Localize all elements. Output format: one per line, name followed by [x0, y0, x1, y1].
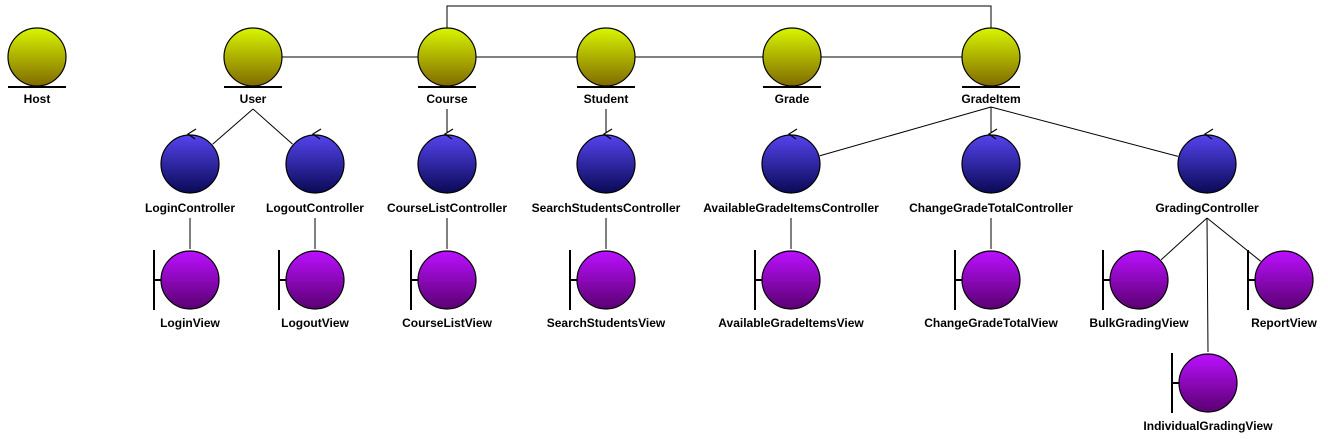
boundary-circle — [961, 250, 1021, 310]
node-label: SearchStudentsView — [547, 316, 666, 330]
report-view-boundary: ReportView — [1247, 250, 1318, 330]
grading-controller-control: GradingController — [1155, 128, 1259, 215]
node-label: CourseListController — [387, 201, 507, 215]
control-circle — [761, 134, 821, 194]
course-entity: Course — [417, 27, 477, 106]
node-label: CourseListView — [402, 316, 492, 330]
course-list-controller-control: CourseListController — [387, 128, 507, 215]
bulk-grading-view-boundary: BulkGradingView — [1089, 250, 1189, 330]
node-label: Grade — [775, 92, 810, 106]
node-label: ReportView — [1251, 316, 1317, 330]
control-arrow-icon — [186, 128, 197, 140]
login-controller-control: LoginController — [145, 128, 235, 215]
logout-view-boundary: LogoutView — [278, 250, 350, 330]
edge-grading-controller-to-bulk-grading-view — [1160, 217, 1208, 261]
edge-grading-controller-to-report-view — [1206, 217, 1261, 262]
individual-grading-view-boundary: IndividualGradingView — [1143, 353, 1273, 433]
host-entity: Host — [7, 27, 67, 106]
nodes-layer: Host User Course Student Grade GradeItemLogin… — [7, 27, 1318, 433]
node-label: SearchStudentsController — [532, 201, 681, 215]
control-circle — [961, 134, 1021, 194]
login-view-boundary: LoginView — [153, 250, 221, 330]
change-grade-total-view-boundary: ChangeGradeTotalView — [924, 250, 1058, 330]
edge-gradeitem-to-available-grade-items-controller — [819, 106, 992, 157]
control-arrow-icon — [311, 128, 322, 140]
change-grade-total-controller-control: ChangeGradeTotalController — [909, 128, 1073, 215]
node-label: Host — [24, 92, 51, 106]
node-label: GradeItem — [961, 92, 1020, 106]
node-label: AvailableGradeItemsController — [703, 201, 879, 215]
control-circle — [160, 134, 220, 194]
boundary-circle — [576, 250, 636, 310]
boundary-circle — [285, 250, 345, 310]
boundary-circle — [160, 250, 220, 310]
entity-circle — [762, 27, 822, 87]
boundary-circle — [761, 250, 821, 310]
entity-circle — [417, 27, 477, 87]
entity-circle — [576, 27, 636, 87]
entity-circle — [223, 27, 283, 87]
node-label: Student — [584, 92, 629, 106]
search-students-view-boundary: SearchStudentsView — [547, 250, 666, 330]
node-label: AvailableGradeItemsView — [718, 316, 864, 330]
control-arrow-icon — [1203, 128, 1214, 140]
search-students-controller-control: SearchStudentsController — [532, 128, 681, 215]
grade-entity: Grade — [762, 27, 822, 106]
node-label: GradingController — [1155, 201, 1259, 215]
available-grade-items-view-boundary: AvailableGradeItemsView — [718, 250, 864, 330]
node-label: LoginController — [145, 201, 235, 215]
available-grade-items-controller-control: AvailableGradeItemsController — [703, 128, 879, 215]
node-label: User — [240, 92, 267, 106]
node-label: Course — [426, 92, 468, 106]
node-label: LoginView — [160, 316, 220, 330]
edge-grading-controller-to-individual-grading-view — [1206, 217, 1209, 353]
node-label: ChangeGradeTotalController — [909, 201, 1073, 215]
node-label: LogoutView — [281, 316, 349, 330]
control-circle — [417, 134, 477, 194]
node-label: ChangeGradeTotalView — [924, 316, 1058, 330]
node-label: IndividualGradingView — [1143, 419, 1273, 433]
student-entity: Student — [576, 27, 636, 106]
edges-layer — [189, 5, 1261, 353]
control-arrow-icon — [787, 128, 798, 140]
edge-user-to-login-controller — [212, 108, 254, 145]
boundary-circle — [1109, 250, 1169, 310]
gradeitem-entity: GradeItem — [961, 27, 1021, 106]
entity-circle — [7, 27, 67, 87]
boundary-circle — [1178, 353, 1238, 413]
node-label: BulkGradingView — [1089, 316, 1189, 330]
control-arrow-icon — [987, 128, 998, 140]
edge-course-to-gradeitem — [446, 5, 992, 28]
entity-circle — [961, 27, 1021, 87]
control-arrow-icon — [602, 128, 613, 140]
boundary-circle — [1254, 250, 1314, 310]
node-label: LogoutController — [266, 201, 364, 215]
edge-gradeitem-to-grading-controller — [990, 106, 1179, 157]
control-circle — [576, 134, 636, 194]
logout-controller-control: LogoutController — [266, 128, 364, 215]
edge-user-to-logout-controller — [252, 108, 293, 145]
course-list-view-boundary: CourseListView — [402, 250, 493, 330]
boundary-circle — [417, 250, 477, 310]
control-circle — [1177, 134, 1237, 194]
user-entity: User — [223, 27, 283, 106]
control-circle — [285, 134, 345, 194]
control-arrow-icon — [443, 128, 454, 140]
